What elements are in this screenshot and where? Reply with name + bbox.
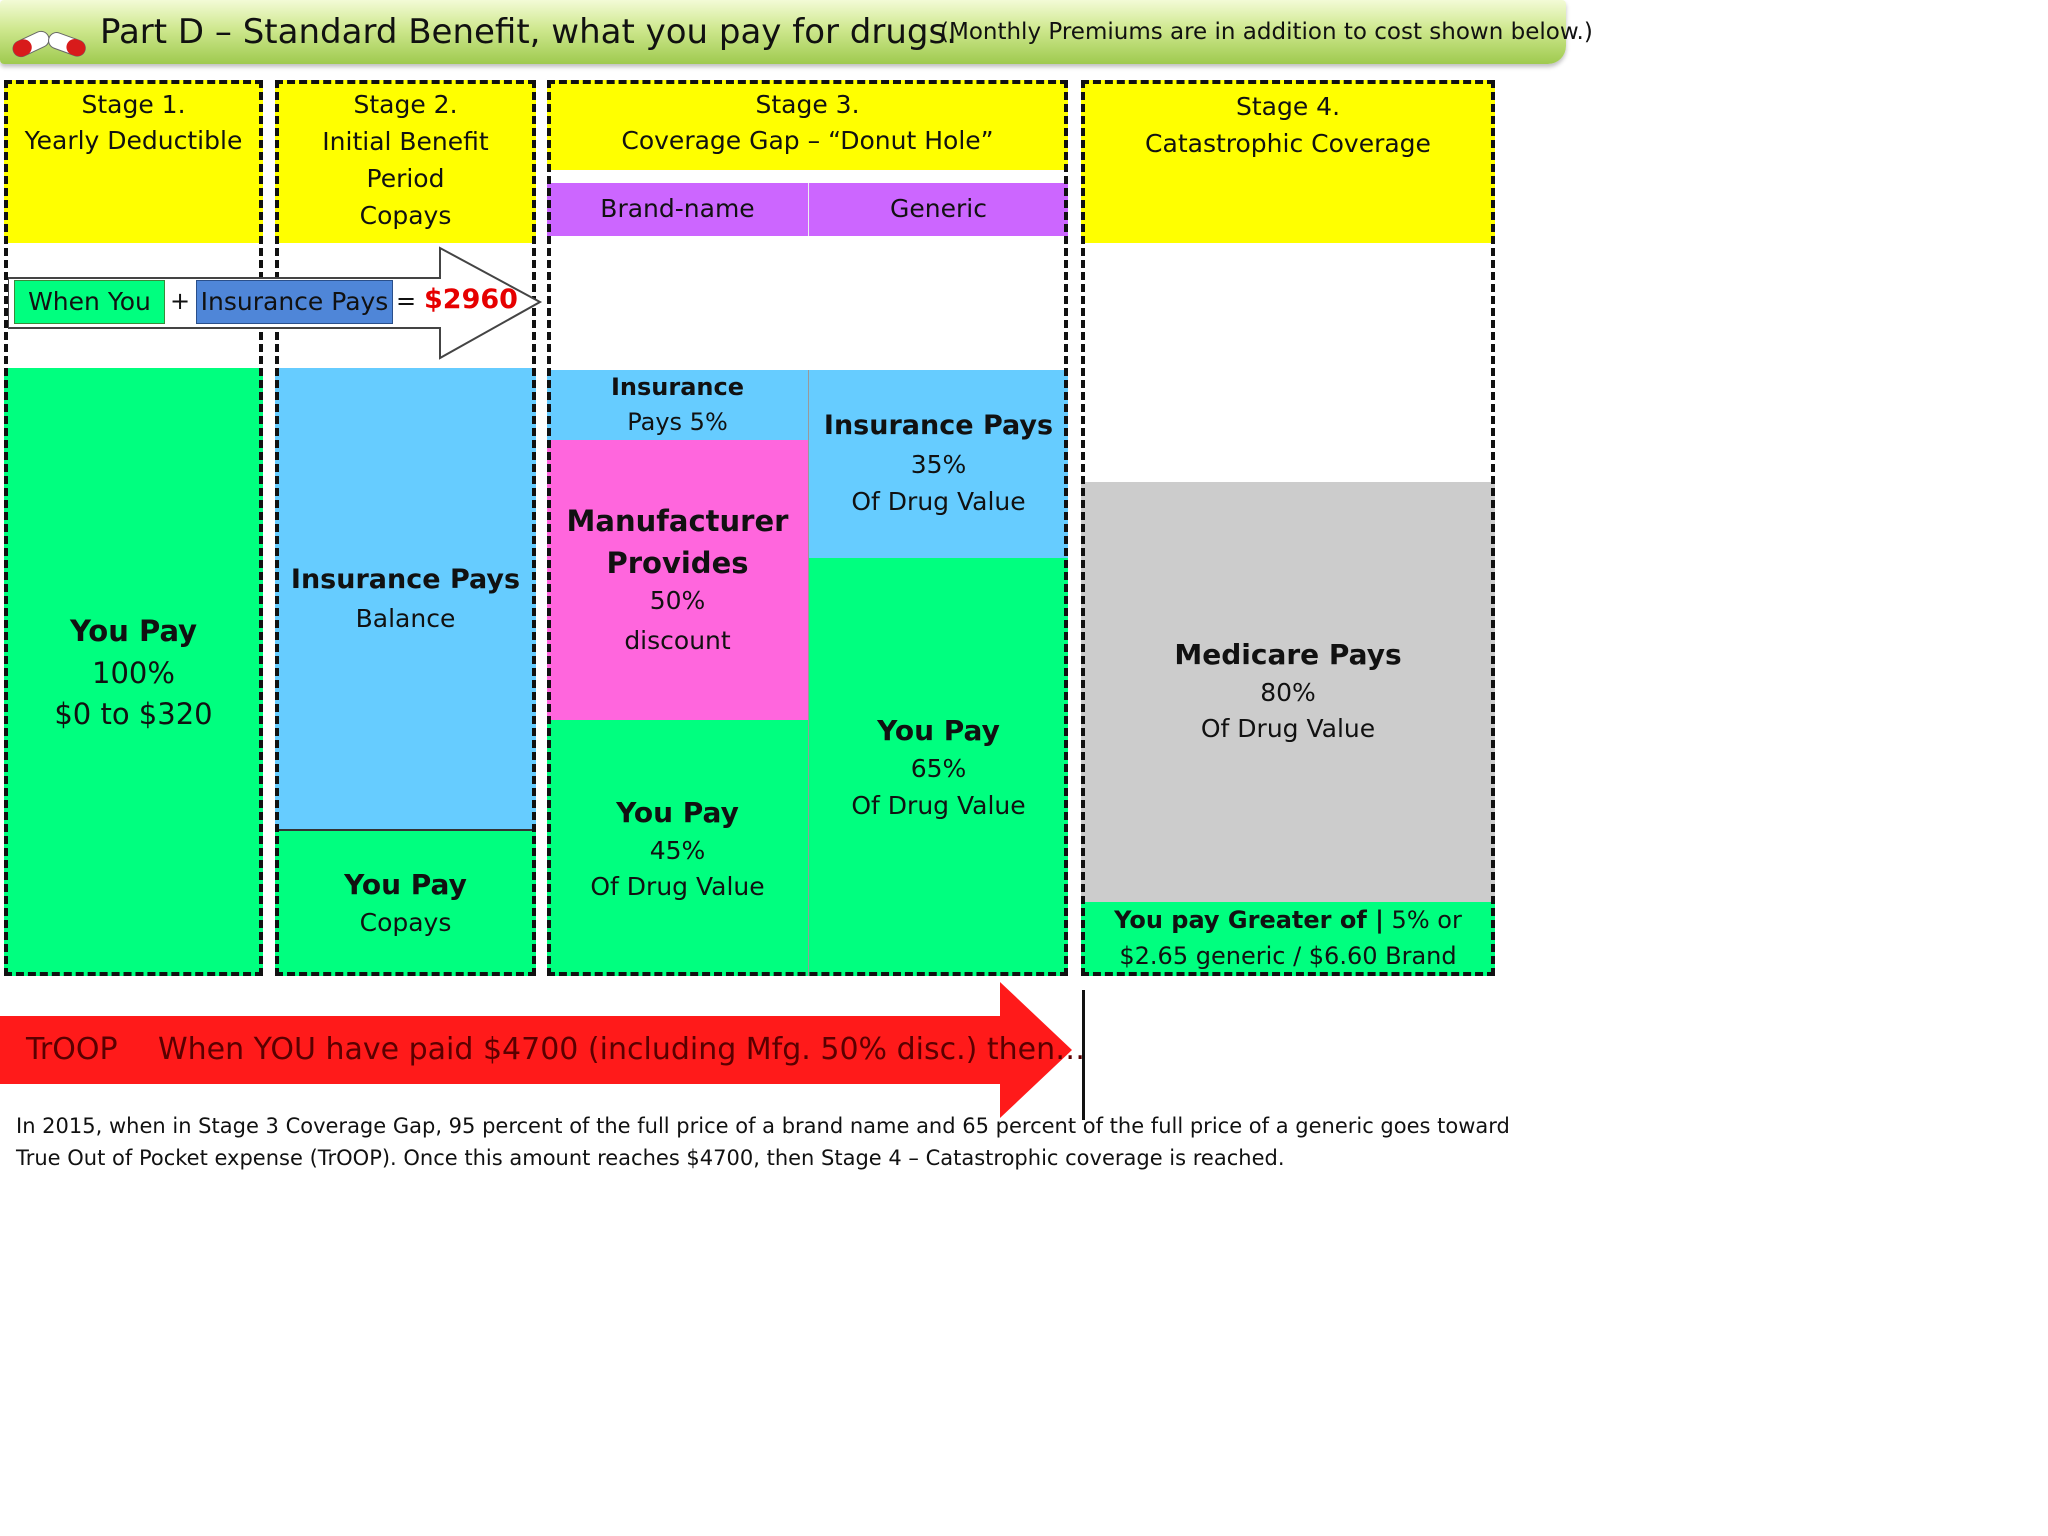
brand-you-pay-title: You Pay — [616, 796, 739, 829]
generic-insurance-percent: 35% — [910, 450, 967, 479]
premium-note: (Monthly Premiums are in addition to cos… — [940, 19, 1593, 45]
stage2-you-pay-detail: Copays — [359, 908, 452, 937]
stage4-you-pay-line1: You pay Greater of | 5% or — [1081, 904, 1495, 936]
brand-insurance-title: Insurance — [610, 373, 744, 401]
stage2-you-pay-block: You Pay Copays — [275, 830, 536, 976]
stage3-frame — [547, 80, 1068, 976]
medicare-detail: Of Drug Value — [1200, 714, 1376, 743]
brand-you-pay-detail: Of Drug Value — [590, 872, 765, 901]
stage4-header: Stage 4. Catastrophic Coverage — [1081, 80, 1495, 243]
stage3-generic-insurance-block: Insurance Pays 35% Of Drug Value — [809, 370, 1068, 558]
stage1-you-pay-range: $0 to $320 — [54, 697, 213, 731]
generic-you-pay-detail: Of Drug Value — [851, 791, 1026, 820]
stage3-brand-you-pay-block: You Pay 45% Of Drug Value — [547, 720, 808, 976]
generic-you-pay-percent: 65% — [910, 754, 967, 783]
brand-insurance-percent: Pays 5% — [627, 408, 728, 436]
stage3-manufacturer-block: Manufacturer Provides 50% discount — [547, 440, 808, 720]
stage3-generic-label: Generic — [809, 183, 1068, 236]
stage1-you-pay-percent: 100% — [92, 656, 175, 690]
generic-insurance-detail: Of Drug Value — [851, 487, 1026, 516]
brand-you-pay-percent: 45% — [649, 836, 706, 865]
manufacturer-title-1: Manufacturer — [566, 504, 789, 538]
stage3-brand-label: Brand-name — [547, 183, 808, 236]
stage4-medicare-block: Medicare Pays 80% Of Drug Value — [1081, 482, 1495, 902]
stage2-name-3: Copays — [359, 201, 452, 230]
generic-you-pay-title: You Pay — [877, 714, 1000, 747]
manufacturer-detail: discount — [624, 626, 731, 655]
stage3-header: Stage 3. Coverage Gap – “Donut Hole” — [547, 80, 1068, 170]
stage2-name-2: Period — [366, 164, 445, 193]
stage2-insurance-detail: Balance — [355, 604, 456, 633]
medicare-percent: 80% — [1260, 678, 1316, 707]
insurance-pays-label: Insurance Pays — [200, 287, 389, 316]
troop-label: TrOOP — [26, 1032, 118, 1067]
stage2-frame — [275, 80, 536, 976]
threshold-amount: $2960 — [424, 284, 518, 315]
stage3-brand-insurance-block: Insurance Pays 5% — [547, 370, 808, 440]
stage4-you-pay-line2: $2.65 generic / $6.60 Brand — [1119, 942, 1457, 970]
stage2-header: Stage 2. Initial Benefit Period Copays — [275, 80, 536, 243]
stage3-number: Stage 3. — [755, 90, 860, 119]
pills-icon — [12, 30, 86, 58]
stage2-insurance-title: Insurance Pays — [290, 564, 521, 595]
stage4-frame — [1081, 80, 1495, 976]
insurance-pays-pill: Insurance Pays — [196, 280, 393, 324]
stage1-you-pay-title: You Pay — [69, 614, 198, 648]
manufacturer-title-2: Provides — [606, 546, 749, 580]
footnote-line-2: True Out of Pocket expense (TrOOP). Once… — [16, 1146, 1285, 1170]
brand-name-label: Brand-name — [600, 194, 755, 223]
manufacturer-percent: 50% — [649, 586, 706, 615]
stage3-name: Coverage Gap – “Donut Hole” — [621, 126, 994, 155]
stage2-divider — [275, 829, 536, 831]
page-title: Part D – Standard Benefit, what you pay … — [100, 12, 958, 52]
stage3-column-divider — [808, 370, 809, 976]
stage1-header: Stage 1. Yearly Deductible — [4, 80, 263, 243]
stage1-you-pay-block: You Pay 100% $0 to $320 — [4, 368, 263, 976]
stage3-label-divider — [808, 183, 809, 236]
generic-insurance-title: Insurance Pays — [823, 410, 1054, 441]
when-you-pill: When You — [14, 280, 165, 324]
stage1-frame — [4, 80, 263, 976]
stage4-you-pay-rest: 5% or — [1383, 906, 1462, 934]
stage2-insurance-block: Insurance Pays Balance — [275, 368, 536, 830]
footnote-line-1: In 2015, when in Stage 3 Coverage Gap, 9… — [16, 1114, 1510, 1138]
stage2-number: Stage 2. — [353, 90, 458, 119]
generic-label: Generic — [890, 194, 987, 223]
equals-sign: = — [396, 287, 417, 315]
medicare-title: Medicare Pays — [1174, 638, 1402, 671]
title-banner — [0, 0, 1566, 64]
plus-sign: + — [170, 287, 191, 315]
stage1-number: Stage 1. — [81, 90, 186, 119]
stage4-you-pay-block: You pay Greater of | 5% or $2.65 generic… — [1081, 902, 1495, 976]
stage2-you-pay-title: You Pay — [344, 868, 467, 901]
stage4-name: Catastrophic Coverage — [1145, 129, 1431, 158]
troop-arrow — [0, 982, 1072, 1118]
stage4-number: Stage 4. — [1235, 92, 1341, 121]
stage3-generic-you-pay-block: You Pay 65% Of Drug Value — [809, 558, 1068, 976]
stage2-name-1: Initial Benefit — [322, 127, 489, 156]
stage4-threshold-line — [1082, 990, 1085, 1120]
when-you-label: When You — [28, 287, 151, 316]
stage1-name: Yearly Deductible — [24, 126, 243, 155]
troop-text: When YOU have paid $4700 (including Mfg.… — [158, 1032, 1086, 1067]
stage4-you-pay-title: You pay Greater of | — [1114, 906, 1384, 934]
